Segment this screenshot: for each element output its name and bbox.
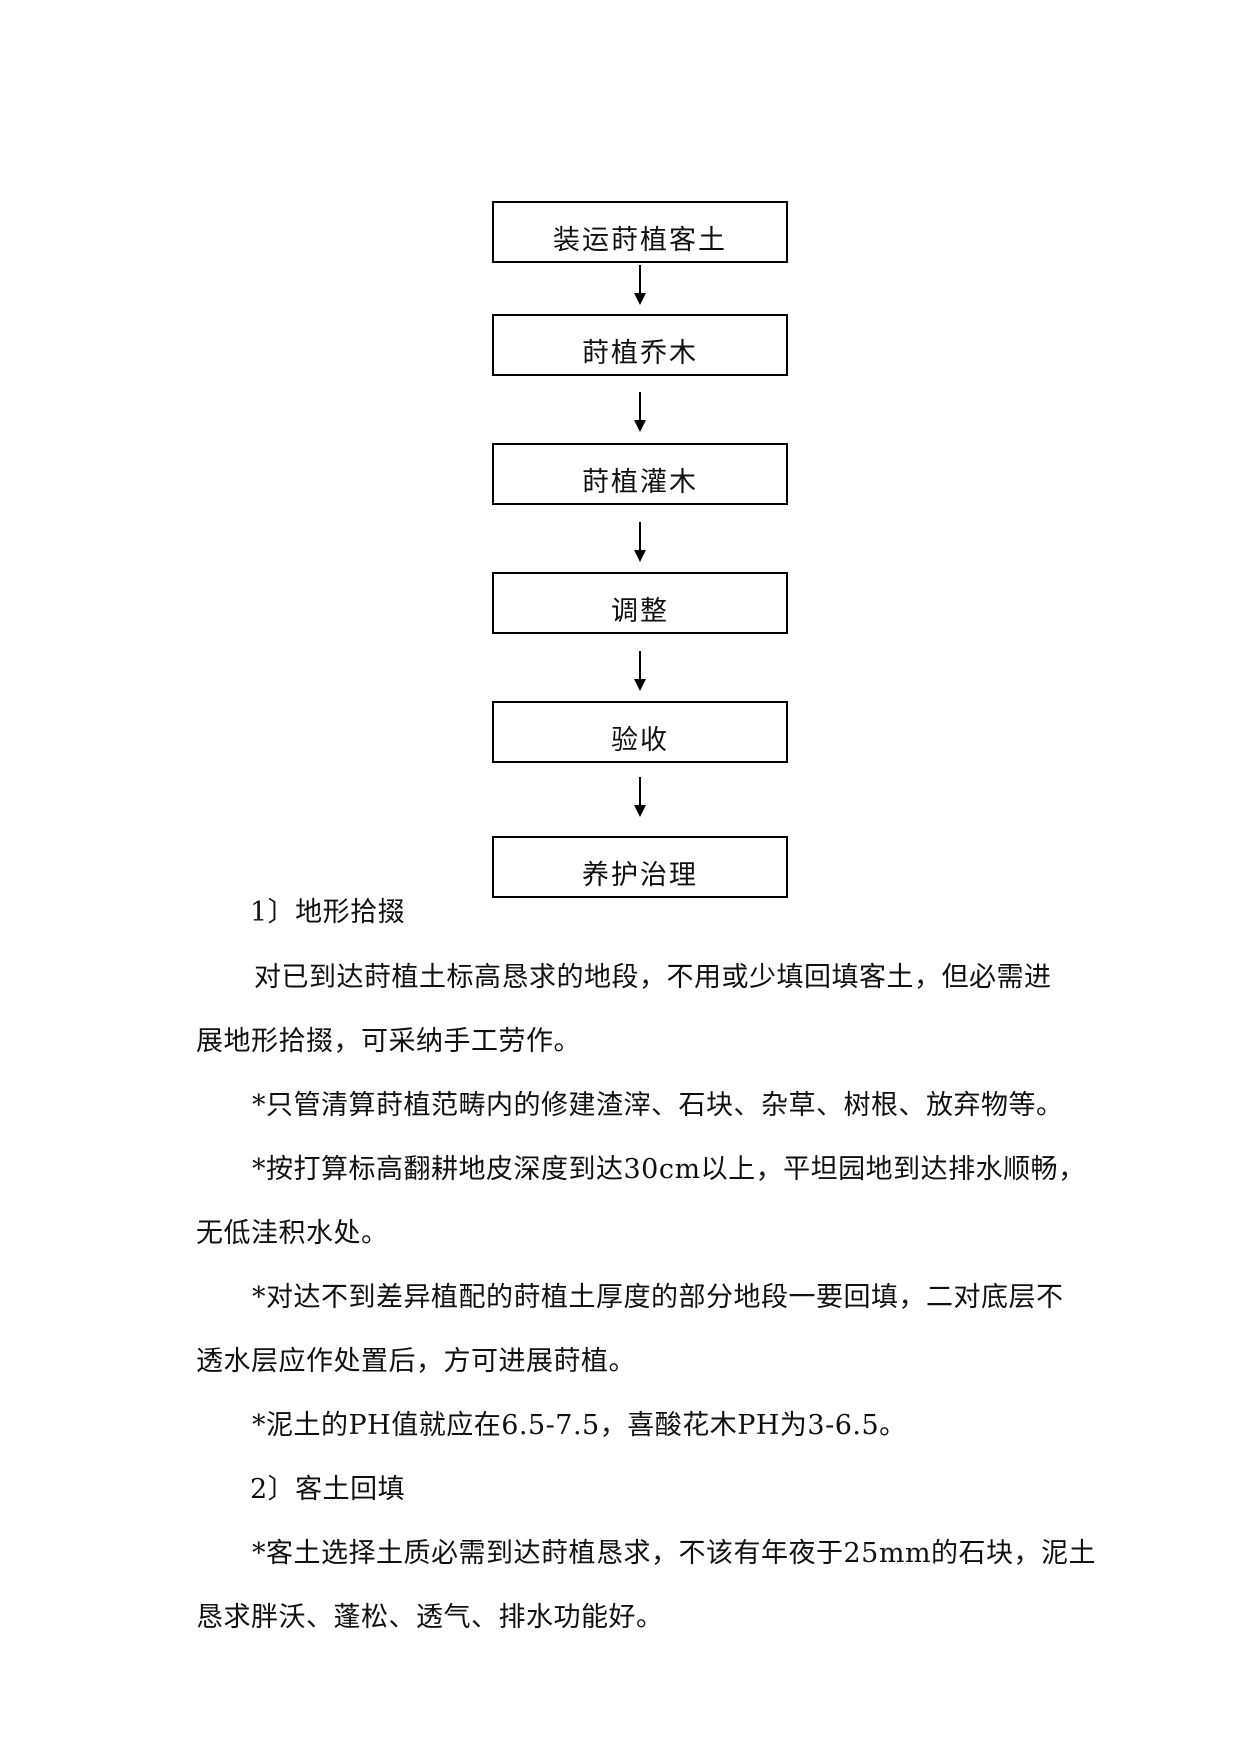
paragraph-line: *按打算标高翻耕地皮深度到达30cm以上，平坦园地到达排水顺畅， — [252, 1154, 1086, 1185]
flow-arrow-down-icon — [633, 651, 647, 691]
paragraph-line: 对已到达莳植土标高恳求的地段，不用或少填回填客土，但必需进 — [254, 962, 1052, 993]
paragraph-line: 无低洼积水处。 — [196, 1218, 389, 1249]
flow-step-adjust: 调整 — [492, 572, 788, 634]
paragraph-line: *泥土的PH值就应在6.5-7.5，喜酸花木PH为3-6.5。 — [252, 1410, 907, 1441]
flow-arrow-down-icon — [633, 392, 647, 432]
flow-step-plant-shrubs: 莳植灌木 — [492, 443, 788, 505]
paragraph-line: *只管清算莳植范畴内的修建渣滓、石块、杂草、树根、放弃物等。 — [252, 1090, 1064, 1121]
paragraph-line: *客土选择土质必需到达莳植恳求，不该有年夜于25mm的石块，泥土 — [252, 1538, 1097, 1569]
section-heading: 2〕客土回填 — [250, 1474, 406, 1505]
flow-arrow-down-icon — [633, 777, 647, 817]
flow-step-maintenance: 养护治理 — [492, 836, 788, 898]
flow-arrow-down-icon — [633, 265, 647, 305]
flow-arrow-down-icon — [633, 522, 647, 562]
paragraph-line: 恳求胖沃、蓬松、透气、排水功能好。 — [196, 1602, 664, 1633]
flow-step-plant-trees: 莳植乔木 — [492, 314, 788, 376]
section-heading: 1〕地形拾掇 — [250, 897, 406, 928]
flow-step-load-soil: 装运莳植客土 — [492, 201, 788, 263]
paragraph-line: 展地形拾掇，可采纳手工劳作。 — [196, 1026, 581, 1057]
paragraph-line: 透水层应作处置后，方可进展莳植。 — [196, 1346, 636, 1377]
paragraph-line: *对达不到差异植配的莳植土厚度的部分地段一要回填，二对底层不 — [252, 1282, 1064, 1313]
flow-step-acceptance: 验收 — [492, 701, 788, 763]
